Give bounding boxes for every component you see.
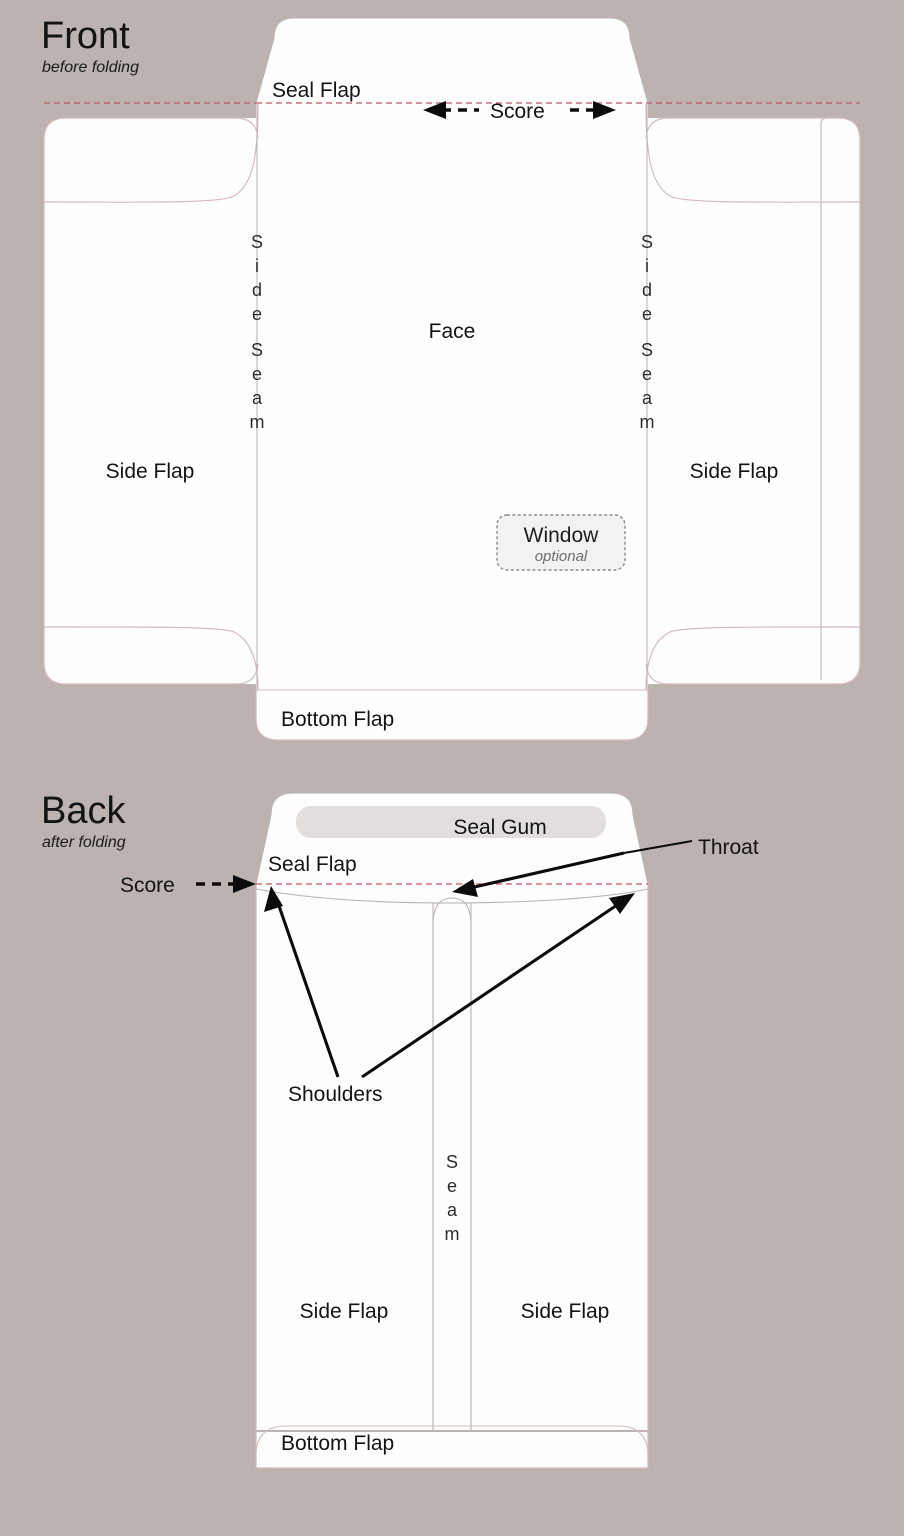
- back-bottom-flap-label: Bottom Flap: [281, 1432, 394, 1455]
- front-bottom-flap-shape: [256, 688, 648, 740]
- back-seal-flap-label: Seal Flap: [268, 853, 357, 876]
- back-throat-label: Throat: [698, 836, 759, 859]
- front-title: Front: [41, 15, 130, 57]
- svg-text:S: S: [251, 340, 263, 360]
- front-left-side-flap-outline: [43, 117, 259, 141]
- front-score-label: Score: [490, 100, 545, 123]
- window-box: [496, 514, 626, 571]
- svg-text:S: S: [641, 340, 653, 360]
- back-side-flap-left-label: Side Flap: [300, 1300, 389, 1323]
- back-title: Back: [41, 790, 126, 832]
- back-shoulders-pointer-left: [264, 886, 340, 1078]
- svg-text:m: m: [445, 1224, 460, 1244]
- back-throat-curve: [255, 888, 649, 904]
- back-side-flap-right-label: Side Flap: [521, 1300, 610, 1323]
- svg-text:a: a: [252, 388, 263, 408]
- front-left-side-flap-shape: [44, 118, 260, 684]
- front-left-side-flap-bottom-outline: [43, 661, 259, 685]
- svg-text:S: S: [446, 1152, 458, 1172]
- front-right-seam-allowance-strip: [820, 117, 828, 680]
- svg-text:d: d: [642, 280, 652, 300]
- front-seal-flap-label: Seal Flap: [272, 79, 361, 102]
- back-throat-pointer: [452, 839, 693, 897]
- front-score-arrow: [423, 101, 616, 119]
- front-side-flap-right-label: Side Flap: [690, 460, 779, 483]
- back-seal-gum-label: Seal Gum: [453, 816, 546, 839]
- back-shoulders-label: Shoulders: [288, 1083, 383, 1106]
- front-subtitle: before folding: [42, 59, 139, 76]
- back-shoulders-pointer-right: [361, 893, 635, 1079]
- front-right-shoulder-curve-bottom: [645, 626, 861, 691]
- back-diagram: Back after folding Seal Gum Seal Flap Sc…: [41, 790, 759, 1469]
- front-right-side-flap-shape: [644, 118, 860, 684]
- front-seal-flap-outline: [255, 17, 649, 104]
- svg-text:i: i: [255, 256, 259, 276]
- front-side-seam-right-label: S i d e S e a m: [640, 232, 655, 432]
- front-side-seam-left-label: S i d e S e a m: [250, 232, 265, 432]
- back-score-arrow: [196, 875, 256, 893]
- svg-text:e: e: [252, 304, 262, 324]
- svg-text:a: a: [447, 1200, 458, 1220]
- front-seal-flap-shape: [256, 18, 648, 103]
- svg-text:a: a: [642, 388, 653, 408]
- front-right-side-flap-bottom-outline: [645, 661, 861, 685]
- svg-text:e: e: [447, 1176, 457, 1196]
- back-bottom-flap-shape: [256, 1432, 648, 1468]
- front-left-shoulder-curve-top: [43, 103, 259, 203]
- back-seal-gum-band: [296, 806, 606, 838]
- svg-text:m: m: [640, 412, 655, 432]
- window-sublabel: optional: [535, 548, 588, 565]
- back-seam-label: S e a m: [445, 1152, 460, 1244]
- svg-text:e: e: [252, 364, 262, 384]
- front-side-flap-left-label: Side Flap: [106, 460, 195, 483]
- svg-text:m: m: [250, 412, 265, 432]
- back-thumb-cut-shape: [432, 897, 472, 1432]
- front-face-label: Face: [429, 320, 476, 343]
- front-right-shoulder-curve-top: [645, 103, 861, 203]
- svg-text:e: e: [642, 364, 652, 384]
- svg-text:e: e: [642, 304, 652, 324]
- front-bottom-flap-outline: [255, 690, 649, 741]
- back-body-shape: [256, 882, 648, 1430]
- back-score-label: Score: [120, 874, 175, 897]
- svg-text:d: d: [252, 280, 262, 300]
- back-subtitle: after folding: [42, 834, 126, 851]
- front-left-shoulder-curve-bottom: [43, 626, 259, 691]
- front-window-indicator: Window optional: [496, 514, 626, 571]
- front-diagram: Window optional Front before folding Sea…: [41, 15, 861, 741]
- svg-text:S: S: [251, 232, 263, 252]
- svg-text:i: i: [645, 256, 649, 276]
- svg-text:S: S: [641, 232, 653, 252]
- front-bottom-flap-label: Bottom Flap: [281, 708, 394, 731]
- back-bottom-flap-fold-line: [255, 1425, 649, 1468]
- back-seal-flap-outline: [255, 792, 649, 885]
- window-label: Window: [524, 524, 600, 547]
- front-face-panel-shape: [256, 100, 648, 690]
- front-right-side-flap-outline: [645, 117, 861, 141]
